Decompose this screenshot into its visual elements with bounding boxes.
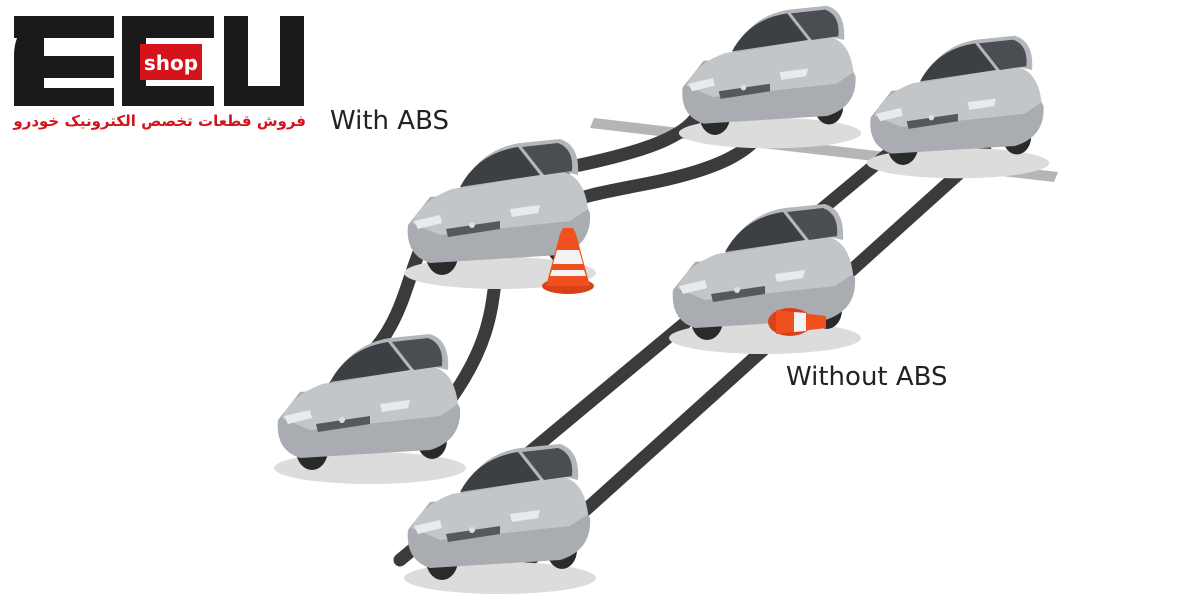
with-abs-label: With ABS — [330, 106, 449, 136]
without-abs-label: Without ABS — [786, 362, 948, 392]
car-with-abs-end — [678, 5, 862, 149]
logo-badge: shop — [144, 51, 198, 75]
ecu-shop-logo: shop — [14, 16, 304, 106]
car-without-abs-middle — [669, 204, 861, 354]
logo-tagline: فروش قطعات تخصص الکترونیک خودرو — [13, 112, 306, 130]
car-with-abs-start — [274, 334, 466, 484]
car-without-abs-end — [866, 35, 1050, 179]
traffic-cone-icon — [768, 308, 826, 336]
